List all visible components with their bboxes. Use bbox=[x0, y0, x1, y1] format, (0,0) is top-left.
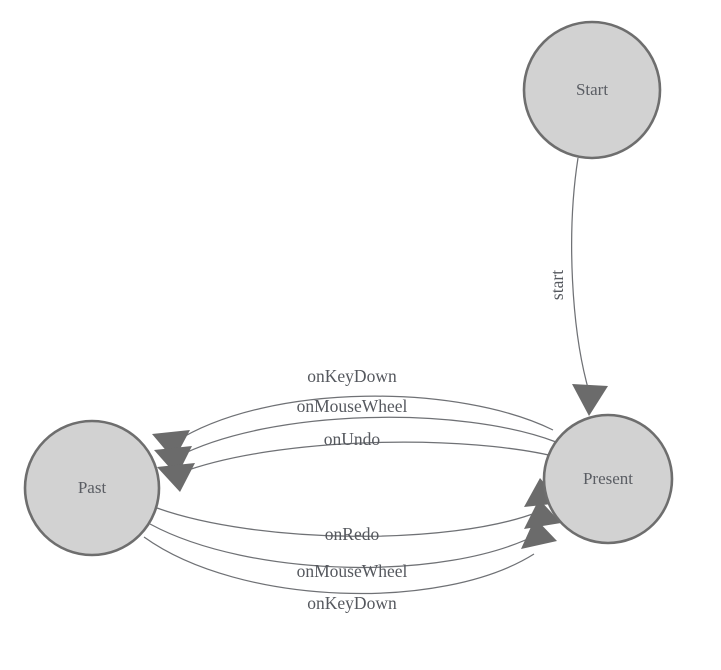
arrowhead-into-present-2 bbox=[524, 499, 561, 529]
edge-label-undo-undo: onUndo bbox=[324, 429, 381, 449]
edge-present-to-past-mousewheel[interactable] bbox=[154, 416, 557, 476]
node-past-label: Past bbox=[78, 478, 107, 497]
edge-present-to-past-undo-path bbox=[179, 441, 562, 474]
node-present[interactable]: Present bbox=[542, 413, 674, 545]
arrowhead-into-present-3 bbox=[521, 518, 557, 549]
edge-present-to-past-undo[interactable] bbox=[157, 441, 562, 492]
arrowhead-into-past-2 bbox=[154, 446, 192, 476]
edge-present-to-past-keydown[interactable] bbox=[152, 395, 554, 460]
edge-label-start: start bbox=[547, 270, 567, 300]
edge-label-redo-keydown: onKeyDown bbox=[307, 593, 397, 613]
edge-past-to-present-mousewheel-path bbox=[149, 523, 539, 569]
node-start[interactable]: Start bbox=[522, 20, 662, 160]
node-start-label: Start bbox=[576, 80, 608, 99]
node-past[interactable]: Past bbox=[23, 419, 161, 557]
edge-start-to-present-path bbox=[571, 157, 589, 389]
node-present-circle bbox=[542, 413, 674, 545]
node-present-label: Present bbox=[583, 469, 633, 488]
edge-label-redo-redo: onRedo bbox=[325, 524, 380, 544]
node-past-circle bbox=[23, 419, 161, 557]
edge-past-to-present-keydown-path bbox=[143, 536, 535, 595]
edge-label-undo-keydown: onKeyDown bbox=[307, 366, 397, 386]
node-start-circle bbox=[522, 20, 662, 160]
edge-start-to-present[interactable]: start bbox=[547, 157, 608, 416]
edge-present-to-past-mousewheel-path bbox=[176, 416, 557, 458]
arrowhead-into-past-1 bbox=[152, 430, 190, 460]
edge-past-to-present-redo-path bbox=[156, 507, 539, 537]
edge-label-undo-mousewheel: onMouseWheel bbox=[297, 396, 408, 416]
edge-past-to-present-mousewheel[interactable] bbox=[149, 499, 561, 569]
edge-present-to-past-keydown-path bbox=[174, 395, 554, 443]
arrowhead-into-present-top bbox=[572, 384, 608, 416]
edge-past-to-present-keydown[interactable] bbox=[143, 518, 557, 595]
edge-label-redo-mousewheel: onMouseWheel bbox=[297, 561, 408, 581]
arrowhead-into-past-3 bbox=[157, 463, 195, 492]
